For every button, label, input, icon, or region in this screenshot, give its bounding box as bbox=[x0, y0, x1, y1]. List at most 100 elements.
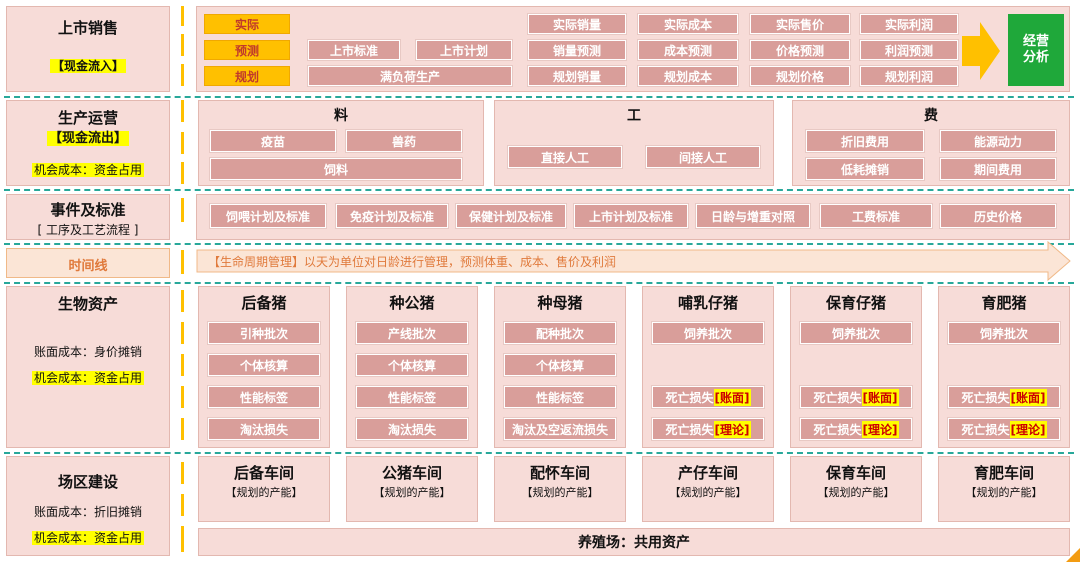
separator bbox=[181, 290, 184, 312]
sales-metric-box: 实际销量 bbox=[527, 13, 627, 35]
section-divider bbox=[4, 452, 1074, 454]
workshop-capacity: 【规划的产能】 bbox=[965, 486, 1043, 499]
bio-asset-title: 育肥猪 bbox=[981, 294, 1027, 312]
bio-asset-item: 性能标签 bbox=[355, 385, 469, 409]
opportunity-cost-note: 机会成本：资金占用 bbox=[31, 163, 144, 177]
energy-box: 能源动力 bbox=[939, 129, 1057, 153]
loss-type-tag: [账面] bbox=[1009, 388, 1047, 406]
events-title: 事件及标准 bbox=[50, 201, 126, 219]
workshop-title: 配怀车间 bbox=[529, 464, 590, 482]
bio-asset-item: 淘汰及空返流损失 bbox=[503, 417, 617, 441]
sales-metric-box: 实际成本 bbox=[637, 13, 739, 35]
separator bbox=[181, 6, 184, 26]
vaccine-box: 疫苗 bbox=[209, 129, 337, 153]
bio-asset-title: 种母猪 bbox=[537, 294, 583, 312]
site-book-cost: 账面成本：折旧摊销 bbox=[33, 505, 142, 519]
bio-asset-item: 饲养批次 bbox=[799, 321, 913, 345]
event-standard-box: 工费标准 bbox=[819, 203, 933, 229]
bio-asset-item: 饲养批次 bbox=[947, 321, 1061, 345]
bio-asset-item: 产线批次 bbox=[355, 321, 469, 345]
separator bbox=[181, 418, 184, 440]
bio-asset-item: 性能标签 bbox=[207, 385, 321, 409]
bio-asset-title: 种公猪 bbox=[389, 294, 435, 312]
loss-type-tag: [理论] bbox=[713, 420, 751, 438]
cash-inflow-tag: 【现金流入】 bbox=[49, 59, 126, 73]
event-standard-box: 历史价格 bbox=[939, 203, 1057, 229]
sales-metric-box: 规划成本 bbox=[637, 65, 739, 87]
bio-asset-item: 个体核算 bbox=[207, 353, 321, 377]
site-opportunity-cost: 机会成本：资金占用 bbox=[31, 531, 144, 545]
sidebar-production: 生产运营 【现金流出】 机会成本：资金占用 bbox=[6, 100, 170, 186]
sales-metric-box: 规划销量 bbox=[527, 65, 627, 87]
farm-shared-asset: 养殖场：共用资产 bbox=[198, 528, 1070, 556]
loss-type-tag: [理论] bbox=[1009, 420, 1047, 438]
sales-title: 上市销售 bbox=[57, 19, 118, 37]
separator bbox=[181, 526, 184, 552]
mortality-loss-label: 死亡损失 bbox=[813, 422, 862, 437]
separator bbox=[181, 100, 184, 122]
workshop-panel bbox=[938, 456, 1070, 522]
mortality-loss-box: 死亡损失[理论] bbox=[947, 417, 1061, 441]
separator bbox=[181, 132, 184, 154]
business-analysis-box: 经营 分析 bbox=[1008, 14, 1064, 86]
bio-asset-item: 配种批次 bbox=[503, 321, 617, 345]
sidebar-site: 场区建设 账面成本：折旧摊销 机会成本：资金占用 bbox=[6, 456, 170, 556]
bio-asset-item: 淘汰损失 bbox=[355, 417, 469, 441]
row-label-actual: 实际 bbox=[204, 14, 290, 34]
corner-triangle-icon bbox=[1066, 548, 1080, 562]
full-load-box: 满负荷生产 bbox=[307, 65, 513, 87]
sales-metric-box: 规划利润 bbox=[859, 65, 959, 87]
loss-type-tag: [理论] bbox=[861, 420, 899, 438]
mortality-loss-label: 死亡损失 bbox=[665, 422, 714, 437]
separator bbox=[181, 322, 184, 344]
separator bbox=[181, 198, 184, 222]
bio-opportunity-cost: 机会成本：资金占用 bbox=[31, 371, 144, 385]
timeline-label: 时间线 bbox=[68, 259, 108, 274]
workshop-capacity: 【规划的产能】 bbox=[373, 486, 451, 499]
loss-type-tag: [账面] bbox=[861, 388, 899, 406]
event-standard-box: 上市计划及标准 bbox=[573, 203, 689, 229]
separator bbox=[181, 354, 184, 376]
sales-metric-box: 价格预测 bbox=[749, 39, 851, 61]
sidebar-events: 事件及标准 [ 工序及工艺流程 ] bbox=[6, 194, 170, 240]
event-standard-box: 保健计划及标准 bbox=[455, 203, 567, 229]
arrow-right-icon bbox=[962, 22, 1000, 80]
workshop-panel bbox=[642, 456, 774, 522]
period-expense-box: 期间费用 bbox=[939, 157, 1057, 181]
workshop-title: 产仔车间 bbox=[677, 464, 738, 482]
bio-asset-title: 哺乳仔猪 bbox=[677, 294, 738, 312]
timeline-arrow-icon bbox=[196, 240, 1071, 282]
event-standard-box: 日龄与增重对照 bbox=[695, 203, 811, 229]
listing-standard-box: 上市标准 bbox=[307, 39, 401, 61]
workshop-panel bbox=[198, 456, 330, 522]
sales-metric-box: 成本预测 bbox=[637, 39, 739, 61]
separator bbox=[181, 34, 184, 56]
separator bbox=[181, 386, 184, 408]
bio-book-cost: 账面成本：身价摊销 bbox=[33, 345, 142, 359]
section-divider bbox=[4, 96, 1074, 98]
section-divider bbox=[4, 282, 1074, 284]
bio-asset-item: 饲养批次 bbox=[651, 321, 765, 345]
separator bbox=[181, 462, 184, 484]
mortality-loss-label: 死亡损失 bbox=[961, 390, 1010, 405]
separator bbox=[181, 250, 184, 274]
low-value-amortization-box: 低耗摊销 bbox=[805, 157, 925, 181]
workshop-title: 公猪车间 bbox=[381, 464, 442, 482]
labor-panel: 工 bbox=[494, 100, 774, 186]
section-divider bbox=[4, 243, 1074, 245]
labor-title: 工 bbox=[627, 108, 641, 124]
cash-outflow-tag: 【现金流出】 bbox=[46, 131, 129, 146]
row-label-plan: 规划 bbox=[204, 66, 290, 86]
row-label-forecast: 预测 bbox=[204, 40, 290, 60]
separator bbox=[181, 162, 184, 184]
sidebar-bio: 生物资产 账面成本：身价摊销 机会成本：资金占用 bbox=[6, 286, 170, 448]
mortality-loss-box: 死亡损失[理论] bbox=[799, 417, 913, 441]
bio-asset-title: 保育仔猪 bbox=[825, 294, 886, 312]
mortality-loss-label: 死亡损失 bbox=[961, 422, 1010, 437]
event-standard-box: 饲喂计划及标准 bbox=[209, 203, 327, 229]
workshop-capacity: 【规划的产能】 bbox=[225, 486, 303, 499]
workshop-capacity: 【规划的产能】 bbox=[521, 486, 599, 499]
timeline-text: 【生命周期管理】以天为单位对日龄进行管理，预测体重、成本、售价及利润 bbox=[208, 255, 617, 269]
separator bbox=[181, 64, 184, 86]
bio-asset-item: 个体核算 bbox=[355, 353, 469, 377]
